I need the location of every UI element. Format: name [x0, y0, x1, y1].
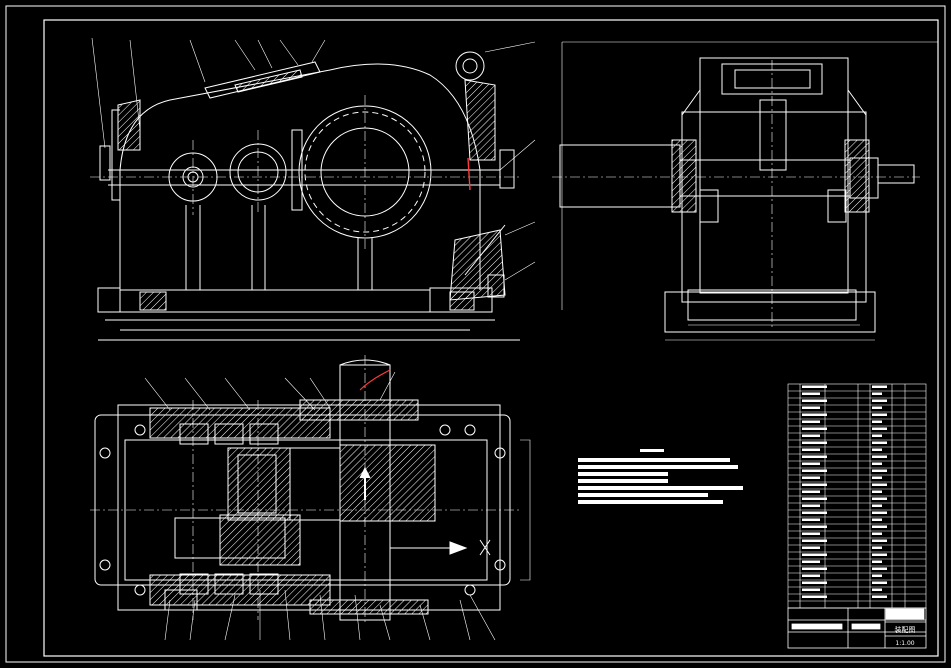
parts-list-cell-text	[802, 448, 820, 451]
parts-list-cell-text	[872, 567, 887, 570]
parts-list-cell-text	[872, 434, 882, 437]
parts-list-cell-text	[802, 497, 827, 500]
parts-list-cell-text	[872, 518, 882, 521]
parts-list-cell-text	[802, 539, 827, 542]
parts-list-cell-text	[802, 588, 820, 591]
outer-frame	[5, 5, 946, 663]
parts-list-cell-text	[802, 567, 827, 570]
parts-list-cell-text	[872, 413, 887, 416]
parts-list-cell-text	[872, 476, 882, 479]
parts-list-cell-text	[802, 455, 827, 458]
parts-list-cell-text	[872, 448, 882, 451]
parts-list-cell-text	[872, 427, 887, 430]
parts-list-cell-text	[872, 504, 882, 507]
parts-list-cell-text	[802, 532, 820, 535]
parts-list-cell-text	[802, 392, 820, 395]
parts-list-cell-text	[802, 406, 820, 409]
parts-list-cell-text	[872, 553, 887, 556]
parts-list-cell-text	[802, 504, 820, 507]
parts-list-cell-text	[802, 434, 820, 437]
parts-list-cell-text	[872, 511, 887, 514]
parts-list-cell-text	[872, 497, 887, 500]
parts-list-cell-text	[872, 546, 882, 549]
parts-list-cell-text	[802, 518, 820, 521]
parts-list-cell-text	[872, 455, 887, 458]
parts-list-cell-text	[872, 469, 887, 472]
parts-list-cell-text	[872, 490, 882, 493]
parts-list-cell-text	[872, 392, 882, 395]
parts-list-cell-text	[872, 574, 882, 577]
parts-list-cell-text	[872, 399, 887, 402]
parts-list-cell-text	[872, 441, 887, 444]
parts-list-cell-text	[872, 539, 887, 542]
parts-list	[787, 383, 927, 609]
top-view-section	[90, 355, 531, 641]
side-view	[552, 41, 938, 341]
parts-list-cell-text	[802, 574, 820, 577]
technical-notes	[578, 449, 743, 504]
parts-list-cell-text	[872, 588, 882, 591]
parts-list-cell-text	[872, 581, 887, 584]
parts-list-cell-text	[872, 532, 882, 535]
parts-list-cell-text	[872, 420, 882, 423]
parts-list-cell-text	[872, 560, 882, 563]
parts-list-cell-text	[802, 560, 820, 563]
parts-list-cell-text	[802, 525, 827, 528]
drawing-title: 装配图	[895, 625, 916, 634]
parts-list-cell-text	[802, 427, 827, 430]
inner-frame	[43, 19, 939, 657]
parts-list-cell-text	[802, 483, 827, 486]
parts-list-cell-text	[872, 462, 882, 465]
parts-list-cell-text	[802, 469, 827, 472]
parts-list-cell-text	[802, 462, 820, 465]
parts-list-cell-text	[802, 441, 827, 444]
parts-list-cell-text	[802, 490, 820, 493]
parts-list-cell-text	[802, 399, 827, 402]
parts-list-cell-text	[872, 525, 887, 528]
parts-list-cell-text	[802, 413, 827, 416]
parts-list-cell-text	[802, 553, 827, 556]
parts-list-cell-text	[802, 511, 827, 514]
parts-list-cell-text	[872, 385, 887, 388]
parts-list-cell-text	[802, 546, 820, 549]
title-block: 装配图 1:1.00	[787, 607, 927, 649]
parts-list-cell-text	[802, 385, 827, 388]
drawing-scale: 1:1.00	[895, 640, 914, 647]
parts-list-cell-text	[802, 581, 827, 584]
parts-list-cell-text	[872, 406, 882, 409]
parts-list-cell-text	[802, 595, 827, 598]
parts-list-cell-text	[872, 595, 887, 598]
parts-list-cell-text	[802, 420, 820, 423]
front-view-section	[90, 37, 536, 341]
parts-list-cell-text	[872, 483, 887, 486]
parts-list-cell-text	[802, 476, 820, 479]
